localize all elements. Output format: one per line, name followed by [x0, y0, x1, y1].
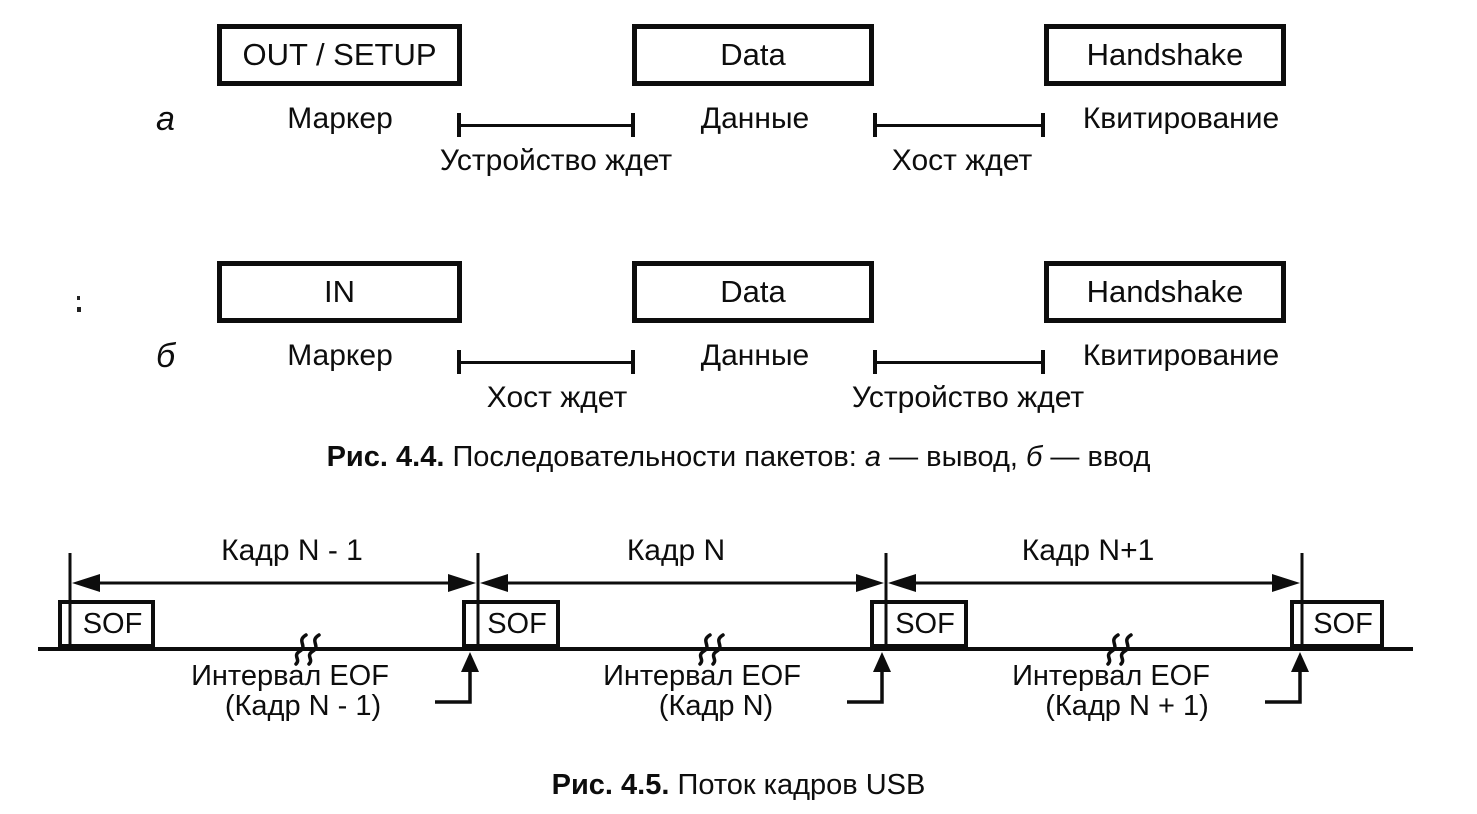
- frame-dimension-arrowheads: [72, 574, 1300, 592]
- eof-interval-frame: (Кадр N + 1): [1045, 690, 1209, 722]
- caption-number: Рис. 4.5.: [551, 769, 670, 801]
- frame-label-n-plus-1: Кадр N+1: [1021, 534, 1155, 567]
- packet-label-data: Данные: [700, 102, 810, 135]
- packet-label-token: Маркер: [287, 339, 393, 372]
- usb-frame-timeline-drawing: [38, 553, 1413, 704]
- figure-4-5-caption: Рис. 4.5. Поток кадров USB: [0, 769, 1477, 802]
- wait-interval-line: [873, 350, 1045, 374]
- row-b-index-label: б: [156, 337, 176, 375]
- packet-box-handshake: Handshake: [1044, 261, 1286, 323]
- caption-item-a: а: [864, 441, 882, 473]
- wait-interval-line: [457, 350, 635, 374]
- sof-box: SOF: [1290, 600, 1384, 648]
- sof-box: SOF: [58, 600, 155, 648]
- wait-label-device: Устройство ждет: [851, 381, 1085, 414]
- packet-box-data: Data: [632, 261, 874, 323]
- line-break-squiggle: [294, 633, 1133, 666]
- packet-box-token-in: IN: [217, 261, 462, 323]
- packet-label-token: Маркер: [287, 102, 393, 135]
- packet-box-token-out-setup: OUT / SETUP: [217, 24, 462, 86]
- caption-item-b: б: [1026, 441, 1043, 473]
- packet-label-handshake: Квитирование: [1082, 102, 1280, 135]
- frame-label-n: Кадр N: [626, 534, 726, 567]
- frame-label-n-minus-1: Кадр N - 1: [221, 534, 363, 567]
- caption-number: Рис. 4.4.: [326, 441, 445, 473]
- caption-text: — ввод: [1050, 441, 1151, 473]
- figure-4-4-caption: Рис. 4.4. Последовательности пакетов: а …: [0, 441, 1477, 474]
- caption-text: Поток кадров USB: [677, 769, 926, 801]
- packet-label-handshake: Квитирование: [1082, 339, 1280, 372]
- eof-interval-frame: (Кадр N - 1): [224, 690, 382, 722]
- packet-box-handshake: Handshake: [1044, 24, 1286, 86]
- wait-label-device: Устройство ждет: [439, 144, 673, 177]
- caption-text: — вывод,: [889, 441, 1018, 473]
- packet-label-data: Данные: [700, 339, 810, 372]
- caption-text: Последовательности пакетов:: [452, 441, 857, 473]
- sof-box: SOF: [462, 600, 560, 648]
- eof-pointer-arrow: [435, 670, 1302, 704]
- sof-box: SOF: [870, 600, 968, 648]
- wait-label-host: Хост ждет: [891, 144, 1033, 177]
- eof-interval-frame: (Кадр N): [658, 690, 774, 722]
- row-a-index-label: а: [156, 100, 175, 138]
- eof-pointer-arrowheads: [461, 652, 1309, 672]
- packet-box-data: Data: [632, 24, 874, 86]
- wait-label-host: Хост ждет: [486, 381, 628, 414]
- scan-artifact: [76, 296, 81, 314]
- wait-interval-line: [873, 113, 1045, 137]
- wait-interval-line: [457, 113, 635, 137]
- eof-interval-label: Интервал EOF: [603, 660, 801, 692]
- eof-interval-label: Интервал EOF: [1012, 660, 1210, 692]
- eof-interval-label: Интервал EOF: [191, 660, 389, 692]
